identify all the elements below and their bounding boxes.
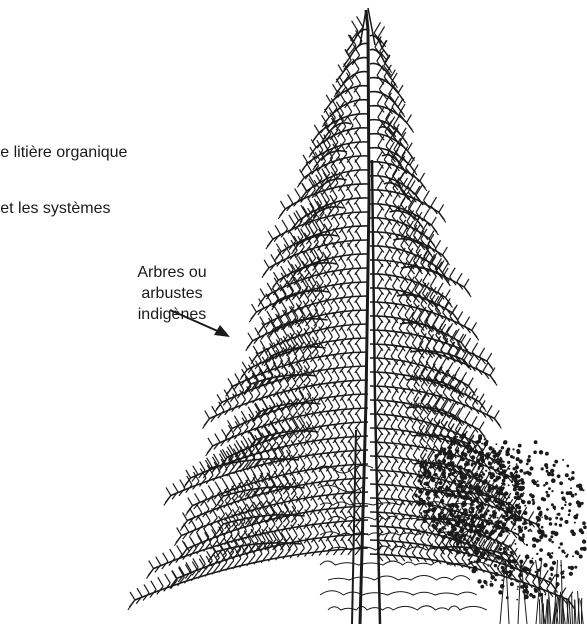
- arrow-icon: [170, 310, 230, 337]
- shrub-icon: [414, 433, 586, 624]
